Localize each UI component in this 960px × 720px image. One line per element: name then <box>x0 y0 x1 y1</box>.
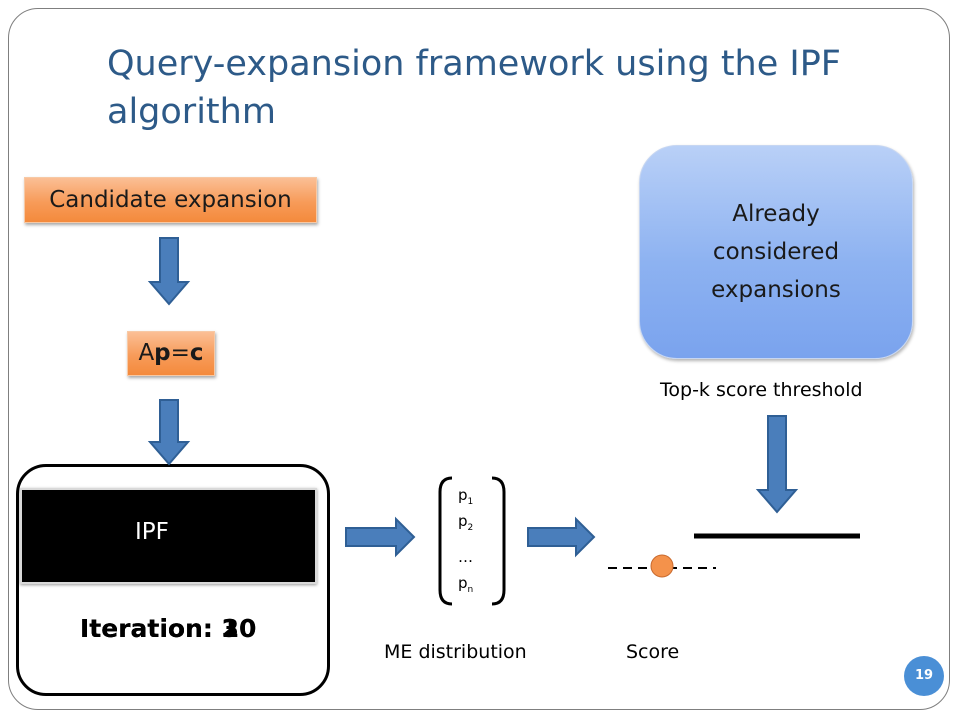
ipf-bar <box>20 488 317 584</box>
score-dot <box>650 554 674 578</box>
down-arrow-2 <box>147 399 191 466</box>
equation-box: Ap=c <box>127 331 215 376</box>
iteration-text-b: Iteration: 20 <box>80 614 257 643</box>
threshold-label: Top-k score threshold <box>660 379 863 401</box>
equation-a: A <box>138 340 155 366</box>
down-arrow-3 <box>755 415 799 514</box>
already-considered-box: Already considered expansions <box>639 145 913 359</box>
slide-frame <box>8 8 950 710</box>
equation-equals: = <box>170 340 190 366</box>
ipf-label: IPF <box>135 519 169 545</box>
considered-line-3: expansions <box>711 277 841 303</box>
right-arrow-1 <box>345 516 416 558</box>
equation-c: c <box>189 340 204 366</box>
down-arrow-1 <box>147 237 191 306</box>
vector-item-4: pn <box>458 574 474 595</box>
iteration-counter: Iteration: 10 Iteration: 20 Iteration: 3 <box>80 614 270 654</box>
iteration-text-a: Iteration: 10 <box>80 614 257 643</box>
candidate-expansion-box: Candidate expansion <box>24 177 317 223</box>
me-distribution-label: ME distribution <box>384 641 527 663</box>
vector-right-bracket <box>491 476 506 606</box>
considered-line-2: considered <box>712 239 840 265</box>
score-label: Score <box>626 641 680 663</box>
vector-item-3: … <box>458 548 473 566</box>
slide-title: Query-expansion framework using the IPF … <box>107 44 841 132</box>
vector-item-1: p1 <box>458 486 474 507</box>
iteration-text-c: Iteration: 3 <box>80 614 239 643</box>
considered-line-1: Already <box>732 201 820 227</box>
equation-p: p <box>154 340 171 366</box>
right-arrow-2 <box>527 516 596 558</box>
vector-left-bracket <box>438 476 453 606</box>
page-number-badge: 19 <box>904 656 944 696</box>
vector-item-2: p2 <box>458 512 474 533</box>
